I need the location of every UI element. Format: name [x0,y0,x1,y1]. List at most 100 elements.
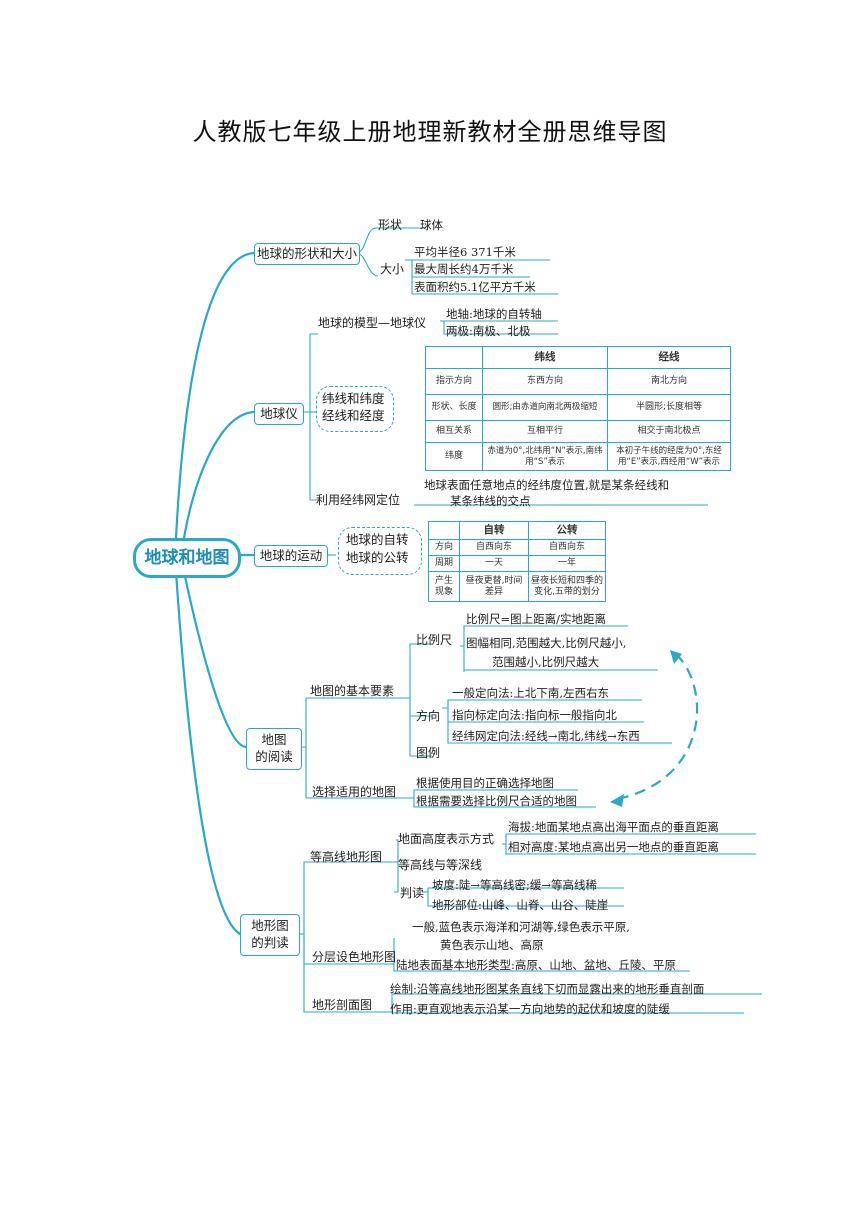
layered-text-1: 一般,蓝色表示海洋和河湖等,绿色表示平原, [412,920,630,934]
shape-size-label: 大小 [380,262,405,276]
choose-label: 选择适用的地图 [312,785,397,799]
shape-form-label: 形状 [378,218,403,232]
arrow-head-bottom [610,794,624,807]
page-title: 人教版七年级上册地理新教材全册思维导图 [192,118,668,146]
map-reading-label-2: 的阅读 [255,749,293,764]
line-size-2 [412,276,558,295]
branch-line-shape [174,251,256,540]
shape-form-value: 球体 [420,218,443,232]
latlon-table-header [425,346,483,369]
latlon-table-cell: 形状、长度 [425,394,483,421]
direction-item: 经纬网定向法:经线→南北,纬线→东西 [452,729,640,743]
choose-item: 根据需要选择比例尺合适的地图 [416,794,577,808]
layered-text-2: 黄色表示山地、高原 [440,938,544,952]
height-label: 地面高度表示方式 [398,832,495,846]
line-terrain-contour [298,861,392,935]
profile-item: 绘制:沿等高线地形图某条直线下切而显露出来的地形垂直剖面 [390,982,705,996]
root-node: 地球和地图 [133,538,241,578]
branch-line-terrain [174,570,242,936]
globe-grid-label: 利用经纬网定位 [316,493,401,507]
terrain-label-2: 的判读 [251,935,289,950]
latlon-table-header: 纬线 [482,346,608,369]
motion-table-cell: 自西向东 [459,539,529,556]
line-model-items [440,320,558,335]
scale-label: 比例尺 [416,633,453,647]
choose-item: 根据使用目的正确选择地图 [416,776,554,790]
line-globe-grid [309,412,318,501]
motion-item: 地球的自转 [346,532,409,547]
latlon-table-cell: 东西方向 [482,368,608,395]
line-reading-choose [305,747,406,799]
size-item: 平均半径6 371千米 [414,245,516,259]
size-item: 表面积约5.1亿平方千米 [414,280,536,294]
motion-table-cell: 一天 [459,555,529,572]
latlon-table-cell: 相交于南北极点 [607,420,731,443]
motion-table-header [428,521,460,540]
map-reading-label-1: 地图 [261,732,287,747]
line-globe-model [302,333,318,413]
latlon-table-cell: 纬度 [425,442,483,471]
line-height-items [502,833,756,855]
line-reading-elements [300,697,402,748]
motion-bubble [338,527,422,575]
profile-label: 地形剖面图 [312,998,373,1012]
arrow-head-top [670,650,682,664]
scale-dashed-arrow [621,653,699,800]
motion-table-cell: 昼夜更替,时间差异 [459,571,529,602]
latlon-table-cell: 本初子午线的经度为0°,东经用“E”表示,西经用“W”表示 [607,442,731,471]
line-contour-branches [392,839,399,893]
height-item: 相对高度:某地点高出另一地点的垂直距离 [508,840,719,854]
branch-line-reading [182,570,248,749]
latlon-table-cell: 赤道为0°,北纬用“N”表示,南纬用“S”表示 [482,442,608,471]
line-layered-items [388,938,690,972]
connector-lines [174,227,762,1014]
motion-item: 地球的公转 [346,550,409,565]
line-shape-size [357,253,379,277]
profile-item: 作用:更直观地表示沿某一方向地势的起伏和坡度的陡缓 [390,1002,670,1016]
branch-line-globe [182,410,256,540]
latlon-table-header: 经线 [607,346,731,369]
line-direction-items [442,699,672,744]
motion-table-cell: 自西向东 [528,539,606,556]
contour-label: 等高线地形图 [310,850,383,864]
judge-label: 判读 [400,886,425,900]
direction-label: 方向 [416,709,441,723]
node-terrain: 地形图 的判读 [240,914,300,956]
mind-map: 地球和地图 地球的形状和大小 形状 球体 大小 平均半径6 371千米 最大周长… [130,216,762,1034]
latlon-table: 纬线 经线 指示方向 东西方向 南北方向 形状、长度 圆形;由赤道向南北两极缩短… [425,346,731,471]
latlon-table-cell: 互相平行 [482,420,608,443]
globe-lines-bubble [316,386,394,432]
globe-lines-label-1: 纬线和纬度 [322,391,385,406]
terrain-label-1: 地形图 [251,918,289,933]
layered-label: 分层设色地形图 [312,950,397,964]
globe-model-item: 地轴:地球的自转轴 [446,307,542,321]
isobath-label: 等高线与等深线 [398,858,483,872]
node-motion: 地球的运动 [254,545,328,567]
size-item: 最大周长约4万千米 [414,262,514,276]
node-map-reading: 地图 的阅读 [246,728,302,770]
height-item: 海拔:地面某地点高出海平面点的垂直距离 [508,820,719,834]
globe-model-item: 两极:南极、北极 [446,324,531,338]
line-elements-branches [402,643,432,757]
motion-table-cell: 昼夜长短和四季的变化,五带的划分 [528,571,606,602]
line-size-1 [405,259,550,294]
line-judge-items [422,887,624,907]
line-profile-items [386,993,762,1014]
line-shape-form [357,227,426,253]
latlon-table-cell: 南北方向 [607,368,731,395]
motion-table-cell: 一年 [528,555,606,572]
direction-item: 一般定向法:上北下南,左西右东 [452,686,610,700]
motion-table: 自转 公转 方向 自西向东 自西向东 周期 一天 一年 产生现象 昼夜更替,时间… [428,521,606,602]
scale-item: 范围越小,比例尺越大 [492,655,600,669]
legend-label: 图例 [416,746,441,760]
line-scale-items [460,625,658,672]
latlon-table-cell: 相互关系 [425,420,483,443]
direction-item: 指向标定向法:指向标一般指向北 [452,708,617,722]
scale-item: 比例尺=图上距离/实地距离 [466,612,607,626]
node-shape-size: 地球的形状和大小 [254,243,360,265]
globe-grid-text-1: 地球表面任意地点的经纬度位置,就是某条经线和 [424,478,670,492]
motion-table-cell: 方向 [428,539,460,556]
latlon-table-cell: 指示方向 [425,368,483,395]
motion-table-cell: 周期 [428,555,460,572]
globe-lines-label-2: 经线和经度 [322,408,385,423]
